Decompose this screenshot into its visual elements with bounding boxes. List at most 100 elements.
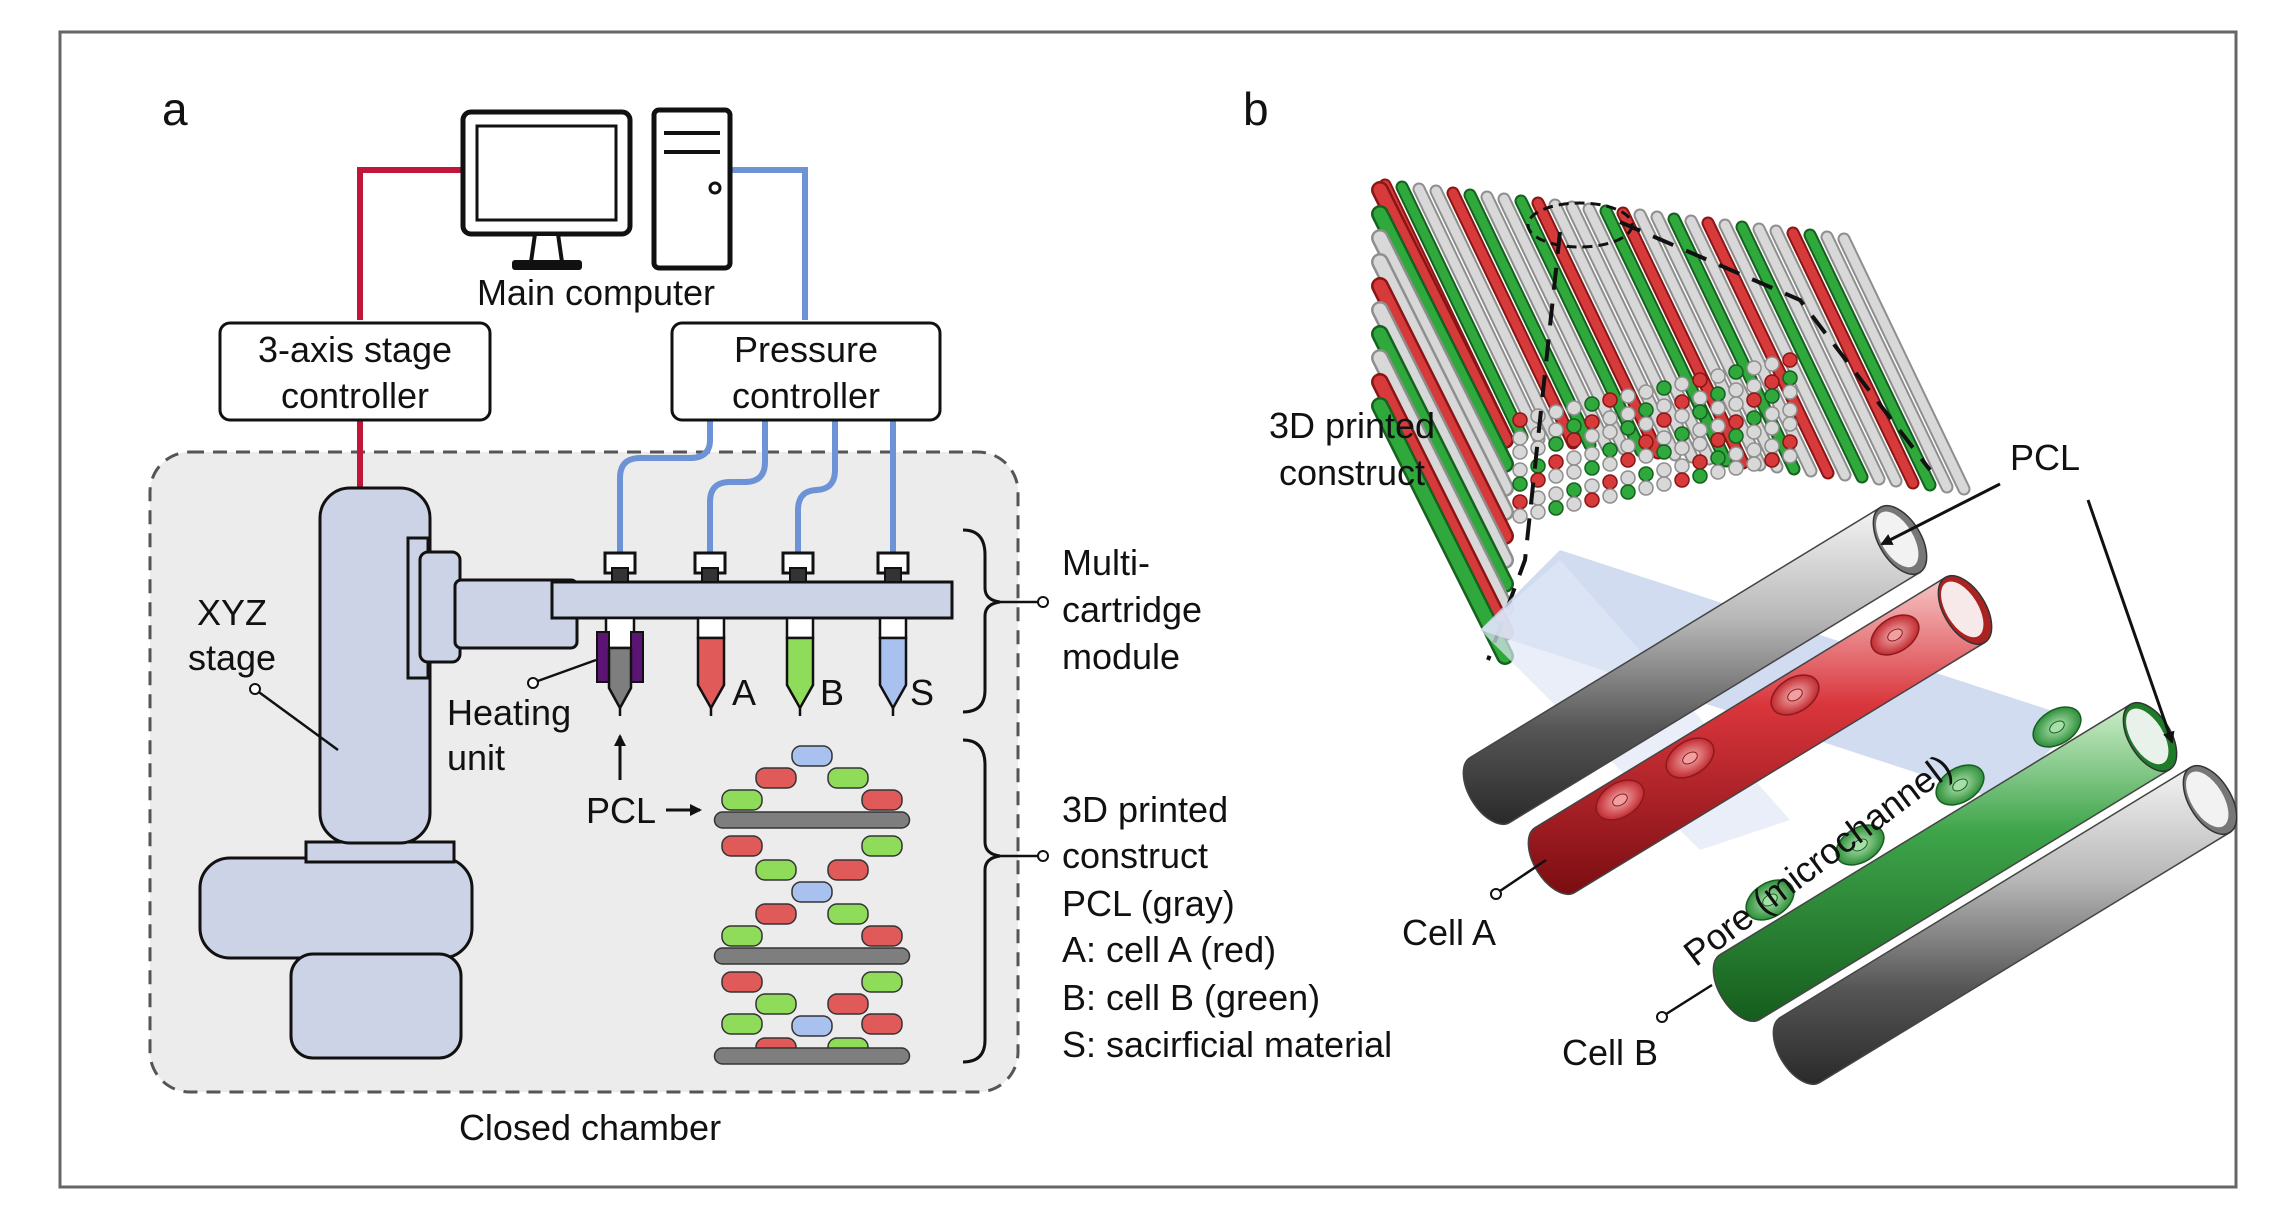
multi-cartridge-label-2: cartridge	[1062, 589, 1202, 630]
cell-a-nucleus	[1887, 628, 1903, 642]
block-end-cap	[1728, 364, 1744, 380]
construct-strand-red	[827, 993, 869, 1015]
block-end-cap	[1548, 468, 1564, 484]
block-end-cap	[1602, 488, 1618, 504]
block-end-cap	[1782, 370, 1798, 386]
block-end-cap	[1764, 374, 1780, 390]
cartridge-s-letter: S	[910, 672, 934, 713]
printed-construct-stack	[713, 745, 911, 1065]
block-end-cap	[1548, 486, 1564, 502]
heating-unit-pointer-dot	[527, 677, 539, 689]
zoom-line-left	[1486, 231, 1562, 661]
construct-strand-red	[721, 835, 763, 857]
block-end-cap	[1548, 422, 1564, 438]
block-layer-red	[1373, 375, 1512, 639]
block-end-cap	[1782, 384, 1798, 400]
pressure-tube-3	[795, 420, 838, 560]
printed-block	[1371, 178, 1971, 665]
block-end-cap	[1764, 388, 1780, 404]
block-end-cap	[1584, 492, 1600, 508]
construct-pcl-layer	[713, 1047, 911, 1065]
construct-strand-green	[827, 767, 869, 789]
block-end-cap	[1512, 508, 1528, 524]
block-end-cap	[1656, 430, 1672, 446]
cylinder-tubes	[1462, 505, 2238, 1085]
pcl-cartridge	[596, 616, 644, 716]
cell-a-nucleus	[1682, 751, 1698, 765]
block-end-cap	[1512, 412, 1528, 428]
block-end-cap	[1620, 420, 1636, 436]
block-end-cap	[1656, 444, 1672, 460]
block-end-cap	[1566, 418, 1582, 434]
block-end-cap	[1710, 432, 1726, 448]
block-label-1: 3D printed	[1269, 405, 1435, 446]
block-end-cap	[1746, 392, 1762, 408]
block-end-cap	[1512, 430, 1528, 446]
block-end-cap	[1512, 444, 1528, 460]
block-end-cap	[1638, 448, 1654, 464]
block-strand-green	[1516, 196, 1646, 456]
stage-controller-label-1: 3-axis stage	[258, 329, 452, 370]
block-layer-green	[1373, 327, 1512, 591]
construct-legend-6: S: sacirficial material	[1062, 1024, 1392, 1065]
xyz-stage	[198, 486, 954, 1060]
construct-pcl-layer	[713, 811, 911, 829]
block-end-cap	[1548, 500, 1564, 516]
block-strand-gray	[1822, 232, 1952, 492]
block-end-cap	[1728, 428, 1744, 444]
block-end-cap	[1692, 436, 1708, 452]
block-strand-gray	[1414, 184, 1544, 444]
zoom-line-right	[1619, 220, 1932, 472]
block-end-cap	[1620, 438, 1636, 454]
block-strand-green	[1737, 222, 1867, 482]
block-end-cap	[1728, 460, 1744, 476]
cell-a-nucleus	[1787, 688, 1803, 702]
construct-legend-5: B: cell B (green)	[1062, 977, 1320, 1018]
block-end-cap	[1692, 372, 1708, 388]
block-end-cap	[1566, 482, 1582, 498]
block-end-cap	[1566, 400, 1582, 416]
closed-chamber-label: Closed chamber	[459, 1107, 721, 1148]
construct-strand-blue	[791, 881, 833, 903]
construct-strand-green	[861, 835, 903, 857]
block-end-cap	[1728, 396, 1744, 412]
block-end-cap	[1638, 466, 1654, 482]
block-end-cap	[1710, 464, 1726, 480]
block-end-cap	[1710, 400, 1726, 416]
block-end-cap	[1602, 474, 1618, 490]
construct-legend-1: 3D printed	[1062, 789, 1228, 830]
block-end-cap	[1602, 392, 1618, 408]
cell-a-nucleus	[1612, 793, 1628, 807]
construct-strand-red	[721, 971, 763, 993]
cell-b-nucleus	[2049, 720, 2065, 734]
block-end-cap	[1782, 448, 1798, 464]
construct-pcl-layer	[713, 947, 911, 965]
heating-unit-label-2: unit	[447, 737, 505, 778]
cartridge-a	[696, 616, 726, 716]
block-layer-gray	[1373, 351, 1512, 615]
block-end-cap	[1602, 456, 1618, 472]
block-layer-green	[1373, 207, 1512, 471]
panel-b-letter: b	[1243, 83, 1269, 135]
construct-legend-4: A: cell A (red)	[1062, 929, 1276, 970]
block-end-cap	[1656, 398, 1672, 414]
construct-strand-green	[755, 993, 797, 1015]
block-end-cap	[1584, 414, 1600, 430]
computer-icon	[460, 107, 733, 271]
cartridge-b-letter: B	[820, 672, 844, 713]
panel-a-letter: a	[162, 83, 188, 135]
block-strand-red	[1448, 188, 1578, 448]
multi-cartridge-pointer-dot	[1037, 596, 1049, 608]
construct-pointer-dot	[1037, 850, 1049, 862]
block-end-cap	[1638, 480, 1654, 496]
block-end-cap	[1764, 420, 1780, 436]
cell-a-label: Cell A	[1402, 912, 1496, 953]
block-end-cap	[1656, 412, 1672, 428]
pressure-tube-2	[707, 420, 768, 560]
pressure-controller-box	[670, 321, 942, 422]
block-strand-gray	[1771, 226, 1901, 486]
pcl-arrow-2	[2086, 499, 2175, 744]
pressure-cable-top	[730, 167, 808, 320]
cartridge-b	[785, 616, 815, 716]
construct-strand-green	[861, 971, 903, 993]
